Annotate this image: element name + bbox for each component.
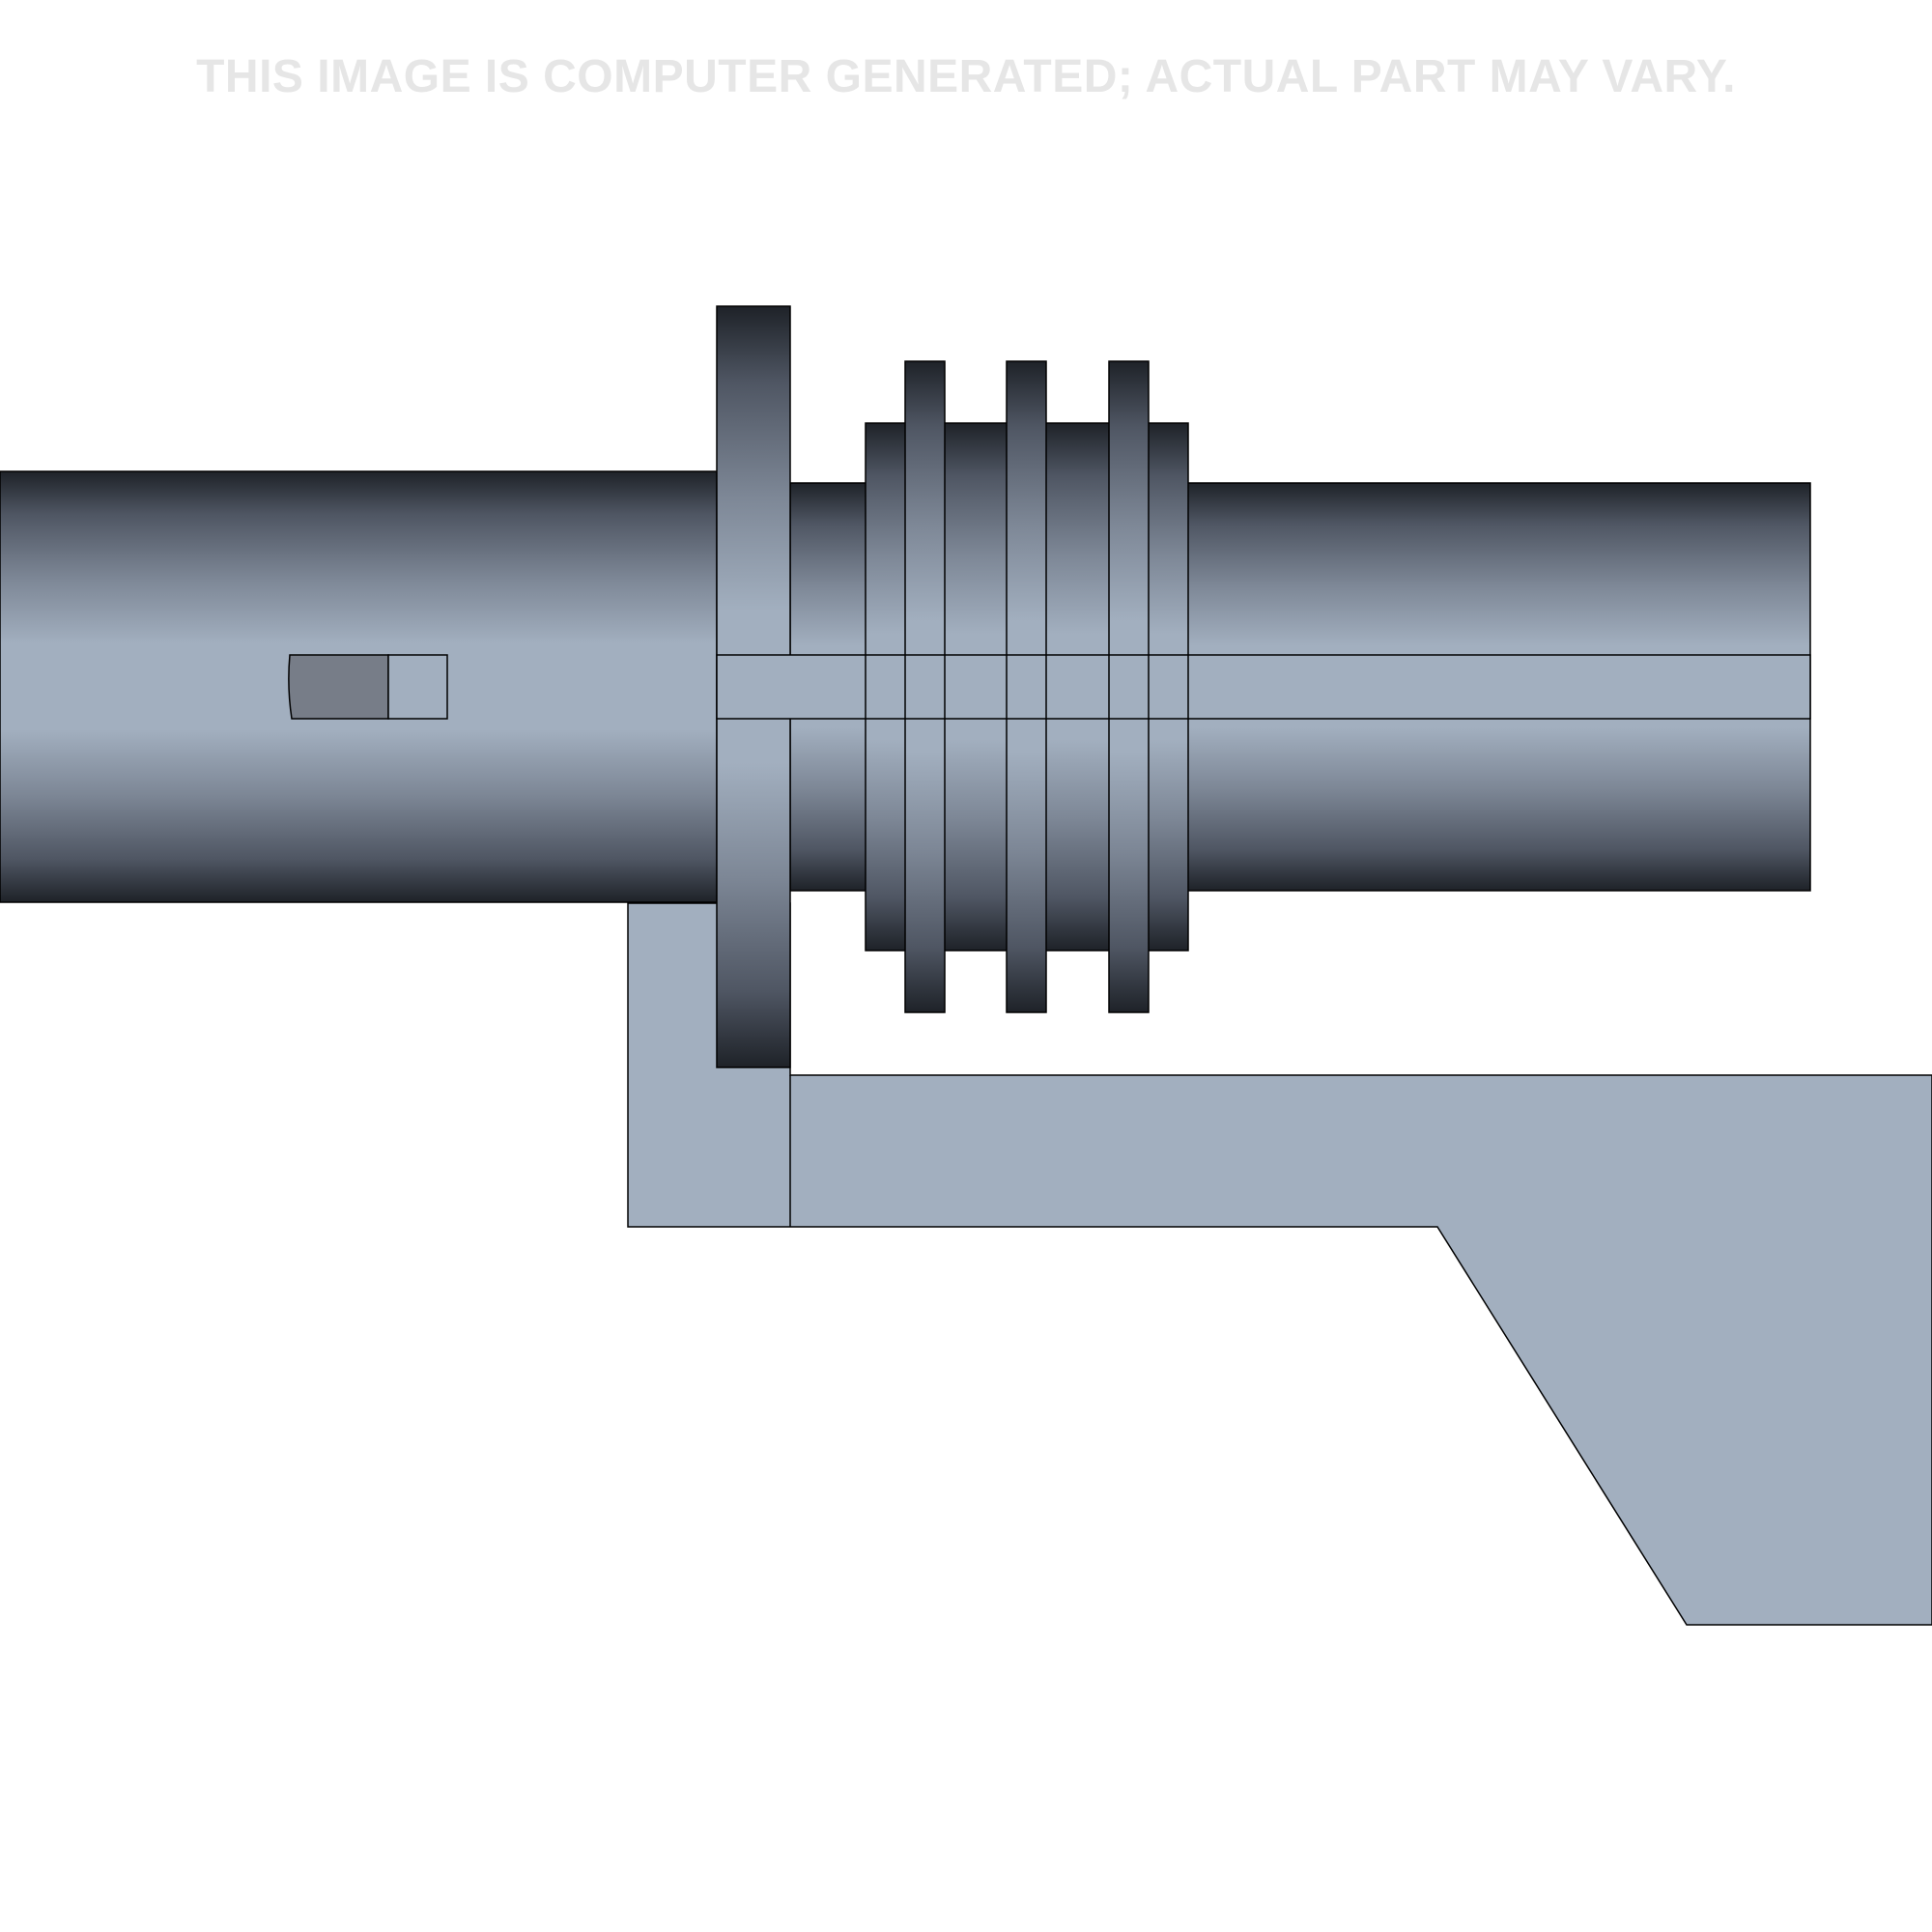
parting-band: [716, 654, 1811, 720]
latch-window-dark: [288, 654, 389, 720]
mounting-bracket: [627, 902, 1932, 1626]
disclaimer-text: THIS IMAGE IS COMPUTER GENERATED; ACTUAL…: [196, 51, 1736, 102]
latch-window-light: [387, 654, 448, 720]
